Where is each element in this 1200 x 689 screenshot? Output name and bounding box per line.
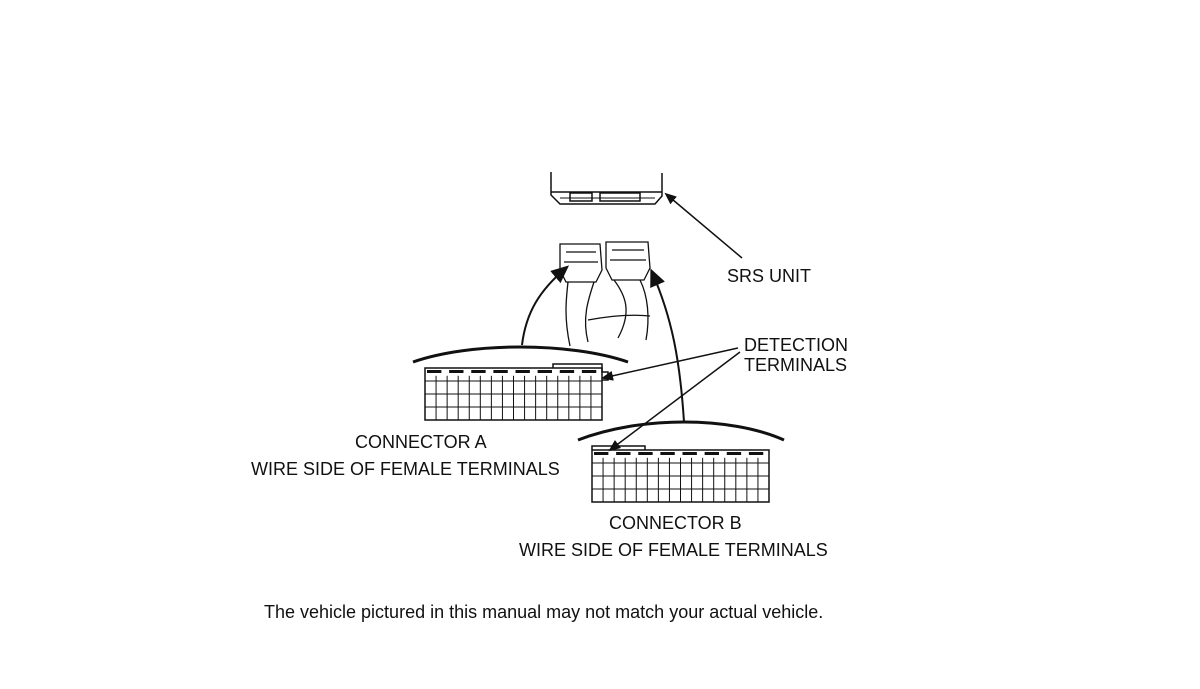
- footer-disclaimer: The vehicle pictured in this manual may …: [264, 602, 824, 622]
- detection-pointer-b: [608, 351, 741, 452]
- connector-a-subtitle: WIRE SIDE OF FEMALE TERMINALS: [251, 459, 560, 479]
- terminal-latch-mark: [471, 370, 486, 373]
- detection-terminals-label: DETECTION TERMINALS: [744, 335, 848, 375]
- connector-a-drawing: [412, 345, 629, 421]
- terminal-latch-mark: [559, 370, 575, 373]
- srs-unit-pointer: [664, 192, 743, 259]
- connector-b-label: CONNECTOR B: [609, 513, 742, 533]
- connector-a-route-arrow: [521, 265, 570, 346]
- terminal-latch-mark: [594, 452, 609, 455]
- detection-terminals-line2: TERMINALS: [744, 355, 848, 375]
- terminal-latch-mark: [726, 452, 742, 455]
- connector-b-route-arrow: [650, 268, 685, 423]
- detection-pointer-a: [601, 347, 739, 381]
- terminal-latch-mark: [682, 452, 697, 455]
- terminal-latch-mark: [537, 370, 553, 373]
- terminal-latch-mark: [515, 370, 530, 373]
- terminal-latch-mark: [493, 370, 508, 373]
- terminal-latch-mark: [638, 452, 653, 455]
- terminal-latch-mark: [581, 370, 597, 373]
- terminal-latch-mark: [616, 452, 631, 455]
- srs-unit-drawing: [550, 172, 663, 205]
- connector-b-drawing: [577, 420, 785, 503]
- terminal-latch-mark: [704, 452, 720, 455]
- detection-terminals-line1: DETECTION: [744, 335, 849, 355]
- connector-b-subtitle: WIRE SIDE OF FEMALE TERMINALS: [519, 540, 828, 560]
- harness-plugs-drawing: [559, 241, 651, 347]
- srs-unit-label: SRS UNIT: [727, 266, 812, 286]
- terminal-latch-mark: [449, 370, 464, 373]
- terminal-latch-mark: [427, 370, 442, 373]
- terminal-latch-mark: [660, 452, 675, 455]
- terminal-latch-mark: [748, 452, 764, 455]
- connector-a-label: CONNECTOR A: [355, 432, 487, 452]
